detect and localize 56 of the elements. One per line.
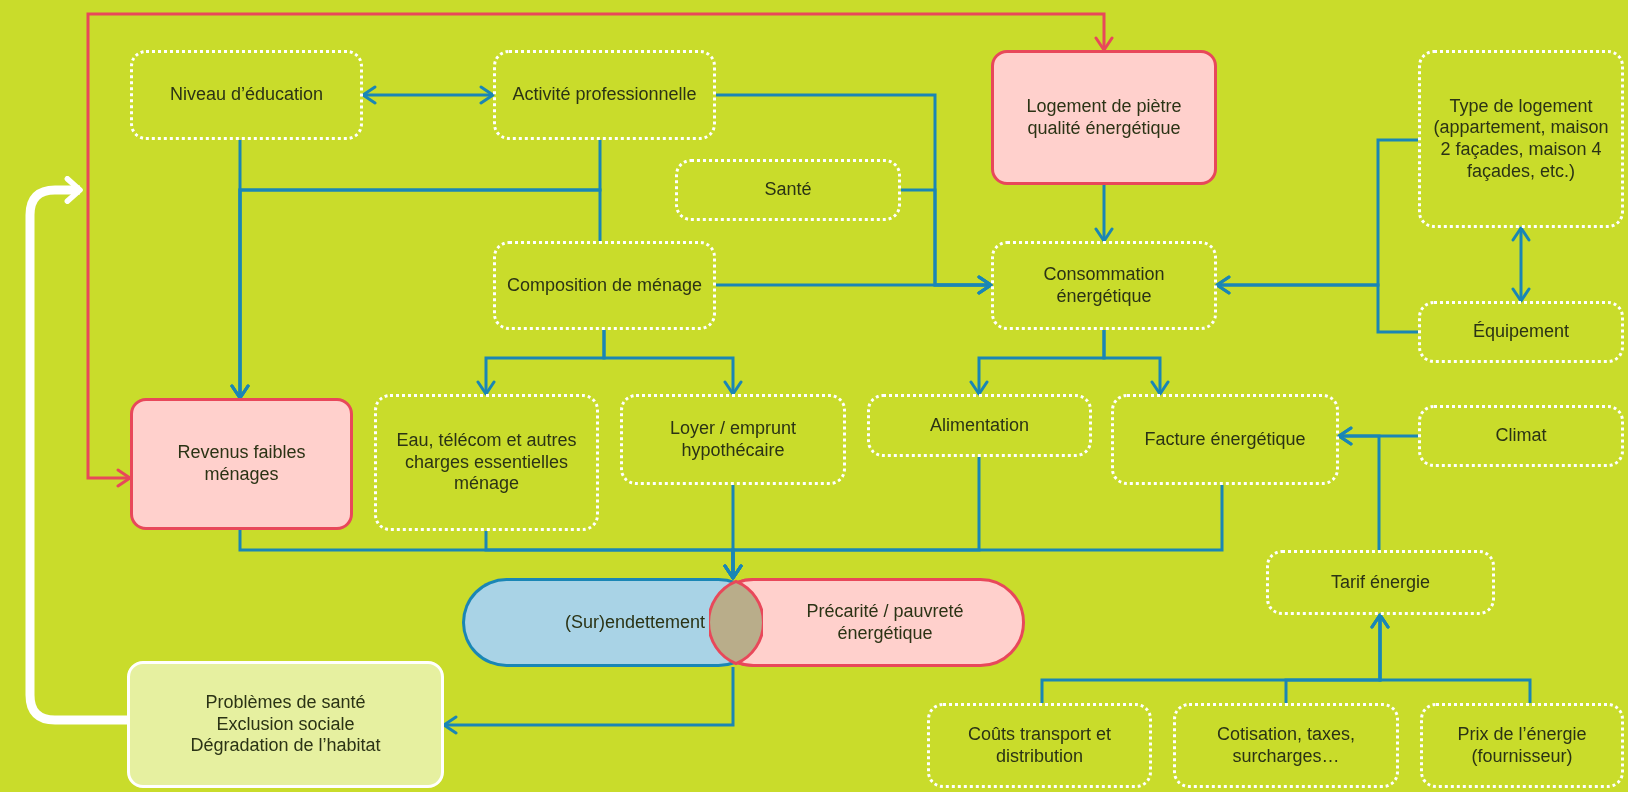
dotted-box xyxy=(1266,550,1495,615)
dotted-box xyxy=(1420,703,1624,788)
dotted-box xyxy=(620,394,846,485)
node-label: Type de logement (appartement, maison 2 façades, maison 4 façades, etc.) xyxy=(1432,95,1610,183)
dotted-box xyxy=(493,241,716,330)
arrow xyxy=(361,85,495,105)
arrow xyxy=(716,275,993,295)
dotted-box xyxy=(493,50,716,140)
arrow xyxy=(1094,185,1114,243)
highlighted-box xyxy=(991,50,1217,185)
arrow xyxy=(230,188,602,400)
arrow xyxy=(602,330,743,396)
node-label: Prix de l’énergie (fournisseur) xyxy=(1456,723,1588,768)
arrow xyxy=(1215,275,1418,334)
dotted-box xyxy=(374,394,599,531)
node-label: Activité professionnelle xyxy=(512,84,697,106)
dotted-box xyxy=(130,50,363,140)
node-label: Cotisation, taxes, surcharges… xyxy=(1215,723,1357,768)
feedback-arrow xyxy=(25,176,127,725)
node-label: Alimentation xyxy=(929,414,1030,437)
node-label: Loyer / emprunt hypothécaire xyxy=(668,417,798,462)
arrow xyxy=(1102,330,1170,396)
node-label: Coûts transport et distribution xyxy=(966,723,1113,768)
node-label: Problèmes de santé xyxy=(205,692,366,714)
node-label: Équipement xyxy=(1472,321,1570,343)
node-label: Exclusion sociale xyxy=(216,713,355,736)
arrow xyxy=(1511,226,1531,303)
node-label: Santé xyxy=(764,179,812,201)
arrow xyxy=(442,667,735,735)
arrow xyxy=(86,12,1114,488)
dotted-box xyxy=(927,703,1152,788)
node-label: Revenus faibles ménages xyxy=(176,442,307,486)
pill-shape xyxy=(709,578,1025,667)
outcome-box xyxy=(127,661,444,788)
node-label: Climat xyxy=(1495,425,1547,447)
node-label: Consommation énergétique xyxy=(1042,263,1166,308)
arrow xyxy=(1370,613,1532,703)
node-label: Précarité / pauvreté énergétique xyxy=(805,600,965,645)
node-label: Niveau d’éducation xyxy=(169,84,324,106)
dotted-box xyxy=(867,394,1092,457)
dotted-box xyxy=(991,241,1217,330)
node-label: Dégradation de l’habitat xyxy=(190,735,381,757)
node-label: Facture énergétique xyxy=(1144,428,1306,451)
dotted-box xyxy=(1111,394,1339,485)
node-label: Composition de ménage xyxy=(506,274,703,297)
node-label: Tarif énergie xyxy=(1330,571,1431,594)
dotted-box xyxy=(675,159,901,221)
node-label: Eau, télécom et autres charges essentielles ménage xyxy=(395,430,578,495)
arrow xyxy=(1337,426,1381,550)
dotted-box xyxy=(1418,301,1624,363)
node-label: Logement de piètre qualité énergétique xyxy=(1025,95,1183,140)
highlighted-box xyxy=(130,398,353,530)
dotted-box xyxy=(1418,405,1624,467)
dotted-box xyxy=(1173,703,1399,788)
dotted-box xyxy=(1418,50,1624,228)
node-label: (Sur)endettement xyxy=(564,611,705,634)
